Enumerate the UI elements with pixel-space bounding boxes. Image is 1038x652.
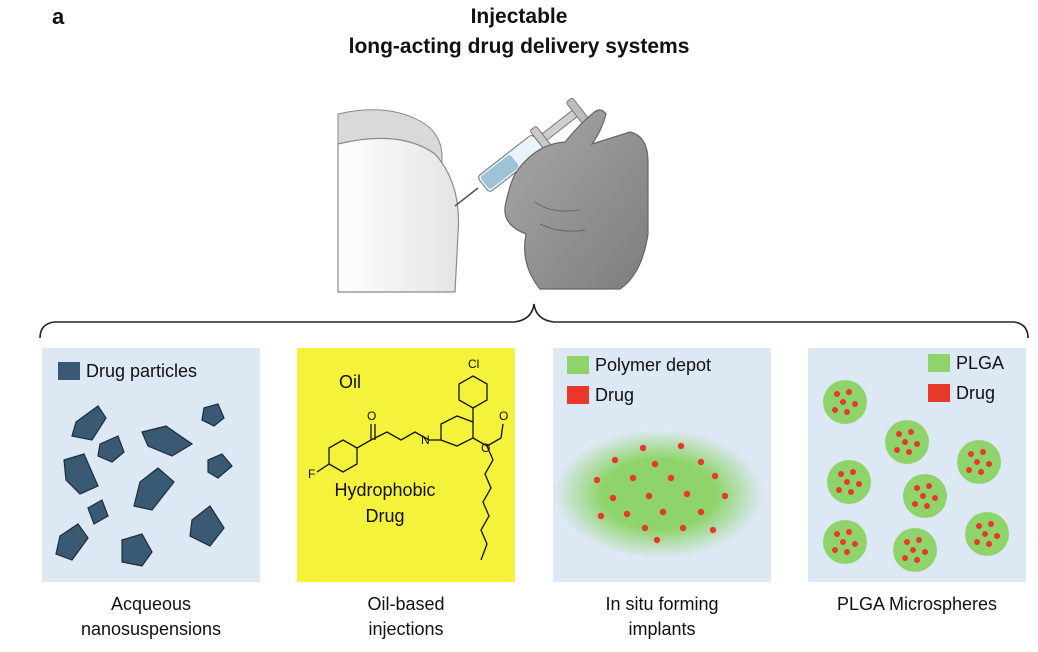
caption-oil-based: Oil-based injections bbox=[297, 592, 515, 642]
panel-nanosuspensions: Drug particles bbox=[42, 348, 260, 582]
caption-oil-based-line1: Oil-based bbox=[367, 594, 445, 614]
hydrophobic-label-line2: Drug bbox=[365, 506, 404, 526]
caption-nanosuspensions: Acqueous nanosuspensions bbox=[42, 592, 260, 642]
legend-label-plga: PLGA bbox=[956, 353, 1004, 373]
caption-nanosuspensions-line1: Acqueous bbox=[110, 594, 192, 614]
panel-oil-based: Oil Cl F N O O O Hydrophobic Drug bbox=[297, 348, 515, 582]
caption-in-situ-line2: implants bbox=[628, 619, 696, 639]
polymer-depot bbox=[555, 430, 763, 558]
caption-oil-based-line2: injections bbox=[368, 619, 444, 639]
microspheres bbox=[823, 380, 1009, 572]
legend-swatch-drug bbox=[567, 386, 589, 404]
panel-plga: PLGA Drug bbox=[808, 348, 1026, 582]
caption-in-situ-line1: In situ forming bbox=[605, 594, 719, 614]
atom-o-carbonyl: O bbox=[499, 409, 508, 423]
legend-label-drug-particles: Drug particles bbox=[86, 361, 197, 381]
injection-illustration bbox=[337, 97, 649, 293]
legend-label-drug: Drug bbox=[595, 385, 634, 405]
legend-swatch-drug bbox=[928, 384, 950, 402]
atom-f: F bbox=[308, 467, 315, 481]
haloperidol-decanoate-structure bbox=[316, 375, 504, 561]
atom-n: N bbox=[421, 433, 430, 447]
oil-label: Oil bbox=[339, 372, 361, 392]
atom-o-ketone: O bbox=[367, 409, 376, 423]
atom-o-ester: O bbox=[481, 441, 490, 455]
figure-title-line1: Injectable bbox=[470, 5, 568, 28]
legend-label-polymer-depot: Polymer depot bbox=[595, 355, 711, 375]
legend-label-drug: Drug bbox=[956, 383, 995, 403]
legend-swatch-drug-particles bbox=[58, 362, 80, 380]
grouping-brace bbox=[39, 303, 1029, 339]
caption-in-situ: In situ forming implants bbox=[553, 592, 771, 642]
panel-in-situ: Polymer depot Drug bbox=[553, 348, 771, 582]
drug-dots bbox=[593, 442, 729, 544]
caption-plga-line1: PLGA Microspheres bbox=[836, 594, 998, 614]
figure-title-line2: long-acting drug delivery systems bbox=[348, 35, 690, 58]
legend-swatch-plga bbox=[928, 354, 950, 372]
hydrophobic-label-line1: Hydrophobic bbox=[334, 480, 435, 500]
panel-label: a bbox=[52, 4, 65, 29]
legend-swatch-polymer-depot bbox=[567, 356, 589, 374]
drug-particles bbox=[55, 403, 233, 567]
caption-nanosuspensions-line2: nanosuspensions bbox=[80, 619, 222, 639]
atom-cl: Cl bbox=[468, 357, 479, 371]
caption-plga: PLGA Microspheres bbox=[808, 592, 1026, 617]
